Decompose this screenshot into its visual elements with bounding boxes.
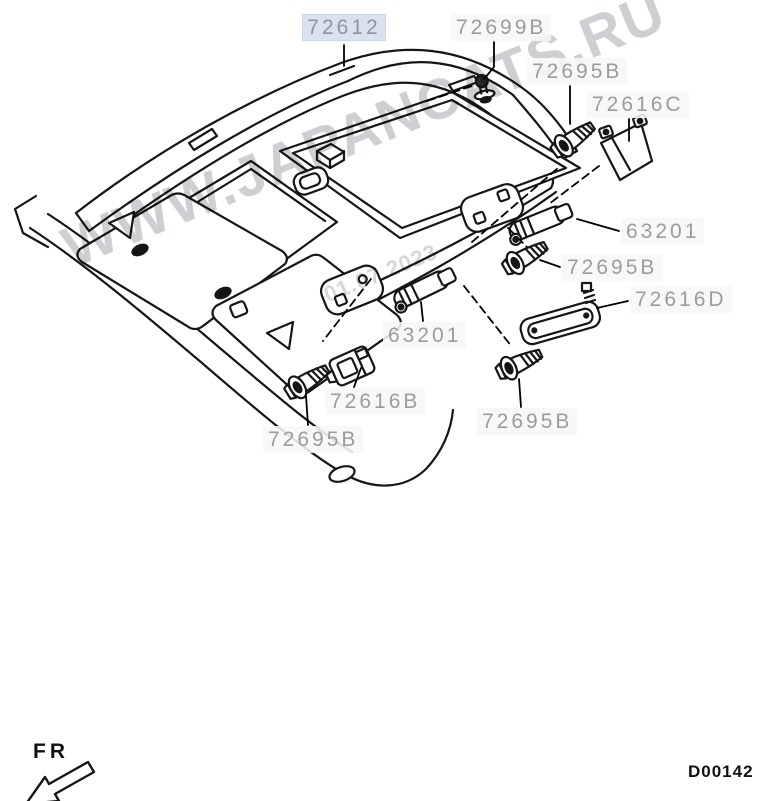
screw-icon — [497, 234, 553, 281]
part-label-72616B[interactable]: 72616B — [325, 388, 426, 415]
clip-holes — [131, 243, 356, 483]
map-light-housing — [292, 142, 346, 196]
screw-icon — [491, 341, 547, 386]
bracket-72616C — [598, 113, 654, 182]
part-label-72616D[interactable]: 72616D — [630, 286, 732, 313]
part-label-72695B-right[interactable]: 72695B — [562, 254, 663, 281]
sunroof-opening — [278, 90, 582, 240]
part-label-63201-right[interactable]: 63201 — [621, 218, 705, 245]
part-label-72616C[interactable]: 72616C — [587, 91, 689, 118]
leader-lines — [305, 41, 630, 426]
push-clip-icon — [473, 74, 496, 104]
front-direction-label: FR — [33, 740, 69, 763]
part-label-72695B-top[interactable]: 72695B — [527, 58, 628, 85]
mounting-plate-right — [459, 183, 525, 233]
bracket-72616D — [519, 281, 602, 346]
fr-direction-arrow-icon — [26, 760, 96, 801]
part-label-72612[interactable]: 72612 — [302, 14, 386, 41]
grip-bracket-icon — [387, 264, 461, 316]
part-label-72699B[interactable]: 72699B — [451, 14, 552, 41]
part-label-63201-mid[interactable]: 63201 — [383, 322, 467, 349]
mounting-plate-left — [319, 264, 385, 316]
diagram-code: D00142 — [688, 762, 754, 781]
assembly-dashed-lines — [322, 84, 600, 348]
part-label-72695B-bottom-mid[interactable]: 72695B — [477, 408, 578, 435]
part-label-72695B-bottom-left[interactable]: 72695B — [263, 426, 364, 453]
